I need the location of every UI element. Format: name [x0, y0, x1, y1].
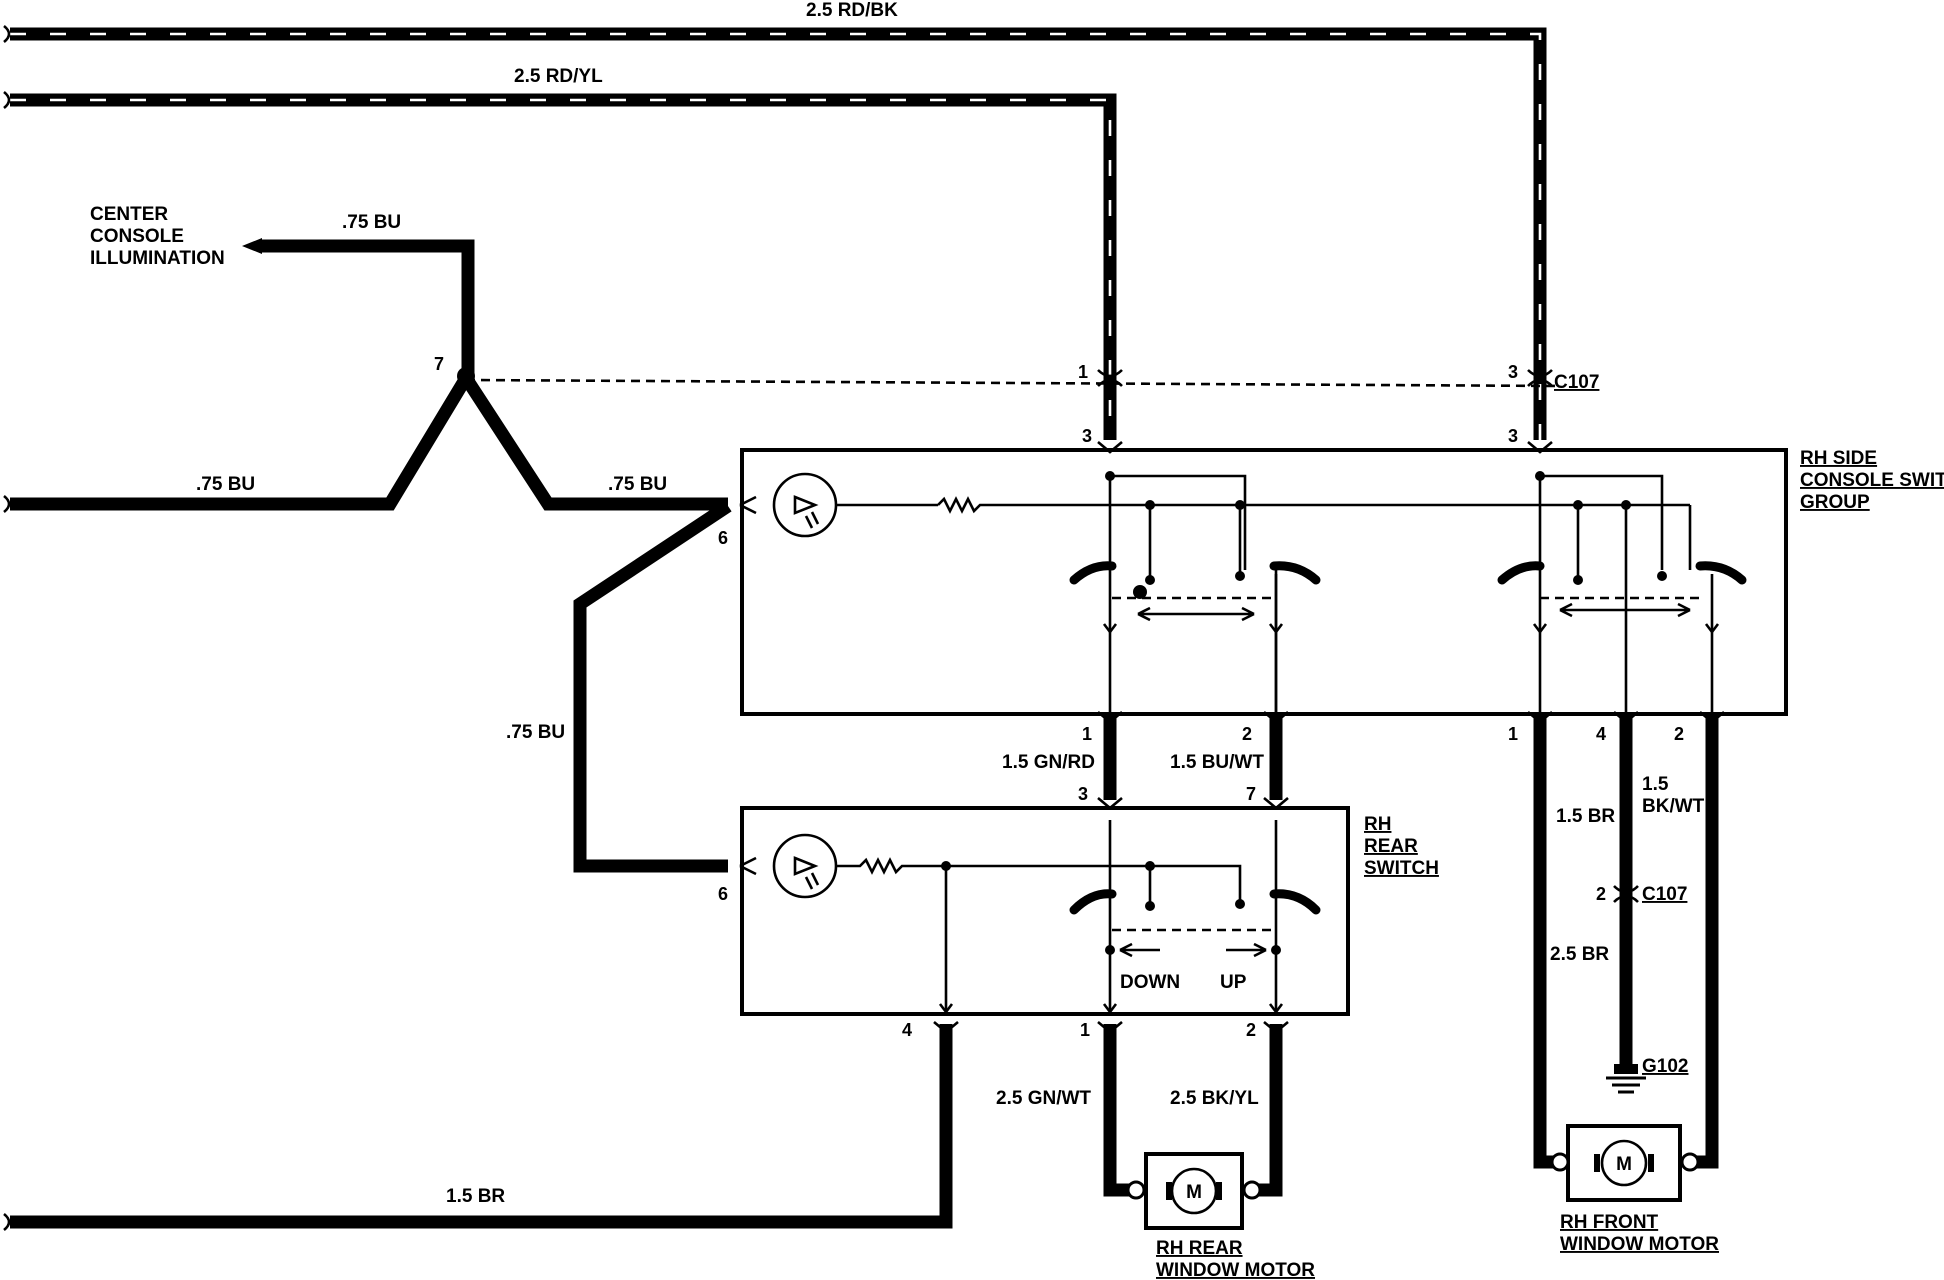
pin-2-sg-right: 2 — [1674, 724, 1684, 744]
label-bu-mid: .75 BU — [608, 474, 667, 495]
wire-bu-loop — [573, 500, 732, 873]
label-g102: G102 — [1642, 1056, 1688, 1077]
label-gn-rd: 1.5 GN/RD — [1002, 752, 1095, 773]
label-gn-wt: 2.5 GN/WT — [996, 1088, 1091, 1109]
pin-3-sg-right: 3 — [1508, 426, 1518, 446]
pin-3-rs: 3 — [1078, 784, 1088, 804]
front-window-motor: M — [1550, 1124, 1700, 1202]
side-switch-internals — [739, 471, 1747, 714]
label-rear-motor-1: RH REAR — [1156, 1238, 1243, 1259]
label-side-group-3: GROUP — [1800, 492, 1870, 513]
pin-3-top: 3 — [1508, 362, 1518, 382]
label-up: UP — [1220, 972, 1247, 993]
pin-2-rs: 2 — [1246, 1020, 1256, 1040]
pin-4-sg-right: 4 — [1596, 724, 1606, 744]
pin-6-sg: 6 — [718, 528, 728, 548]
label-center-console-2: CONSOLE — [90, 226, 184, 247]
label-bu-vert: .75 BU — [506, 722, 565, 743]
label-side-group-2: CONSOLE SWITCH — [1800, 470, 1944, 491]
pin-7-splice: 7 — [434, 354, 444, 374]
label-front-motor-2: WINDOW MOTOR — [1560, 1234, 1719, 1255]
pin-4-rs: 4 — [902, 1020, 912, 1040]
rear-switch-internals — [739, 820, 1321, 1015]
front-motor-symbol: M — [1616, 1154, 1632, 1175]
wire-gn-wt — [1103, 1024, 1136, 1197]
side-console-switch-group-box — [740, 448, 1788, 716]
label-side-group-1: RH SIDE — [1800, 448, 1877, 469]
label-rear-motor-2: WINDOW MOTOR — [1156, 1260, 1315, 1280]
pin-1-sg-right: 1 — [1508, 724, 1518, 744]
pin-6-rs: 6 — [718, 884, 728, 904]
pin-3-sg-left: 3 — [1082, 426, 1092, 446]
rear-window-motor: M — [1126, 1152, 1262, 1230]
label-center-console-3: ILLUMINATION — [90, 248, 225, 269]
label-bk-wt-1: 1.5 — [1642, 774, 1669, 795]
label-bk-yl: 2.5 BK/YL — [1170, 1088, 1259, 1109]
label-rear-switch-1: RH — [1364, 814, 1391, 835]
label-bu-top: .75 BU — [342, 212, 401, 233]
connector-marks — [933, 369, 1725, 1034]
pin-1-sg-left: 1 — [1082, 724, 1092, 744]
label-c107-br: C107 — [1642, 884, 1687, 905]
pin-2-c107: 2 — [1596, 884, 1606, 904]
label-front-motor-1: RH FRONT — [1560, 1212, 1659, 1233]
pin-1-top: 1 — [1078, 362, 1088, 382]
label-bu-left: .75 BU — [196, 474, 255, 495]
label-rd-yl: 2.5 RD/YL — [514, 66, 603, 87]
wire-rd-yl — [10, 93, 1117, 440]
label-rear-switch-3: SWITCH — [1364, 858, 1439, 879]
label-br-front: 1.5 BR — [1556, 806, 1615, 827]
label-br-front-2: 2.5 BR — [1550, 944, 1609, 965]
label-rear-switch-2: REAR — [1364, 836, 1418, 857]
pin-1-rs: 1 — [1080, 1020, 1090, 1040]
wire-br-bottom — [10, 1024, 953, 1229]
pin-7-rs: 7 — [1246, 784, 1256, 804]
label-br-bottom: 1.5 BR — [446, 1186, 505, 1207]
wire-front-2 — [1690, 716, 1719, 1169]
label-center-console-1: CENTER — [90, 204, 168, 225]
wire-front-1 — [1533, 716, 1560, 1169]
label-rd-bk: 2.5 RD/BK — [806, 0, 898, 21]
shield-dashed-line — [465, 378, 1561, 388]
label-bk-wt-2: BK/WT — [1642, 796, 1705, 817]
ground-g102 — [1606, 1064, 1646, 1094]
label-bu-wt: 1.5 BU/WT — [1170, 752, 1264, 773]
rear-motor-symbol: M — [1186, 1182, 1202, 1203]
label-down: DOWN — [1120, 972, 1180, 993]
wire-rd-bk — [10, 27, 1547, 440]
pin-2-sg-left: 2 — [1242, 724, 1252, 744]
rear-switch-box — [740, 806, 1350, 1016]
wire-bu-illumination — [262, 239, 475, 374]
wire-end-marks — [3, 24, 262, 1232]
label-c107-top: C107 — [1554, 372, 1599, 393]
splice-7 — [457, 367, 475, 385]
